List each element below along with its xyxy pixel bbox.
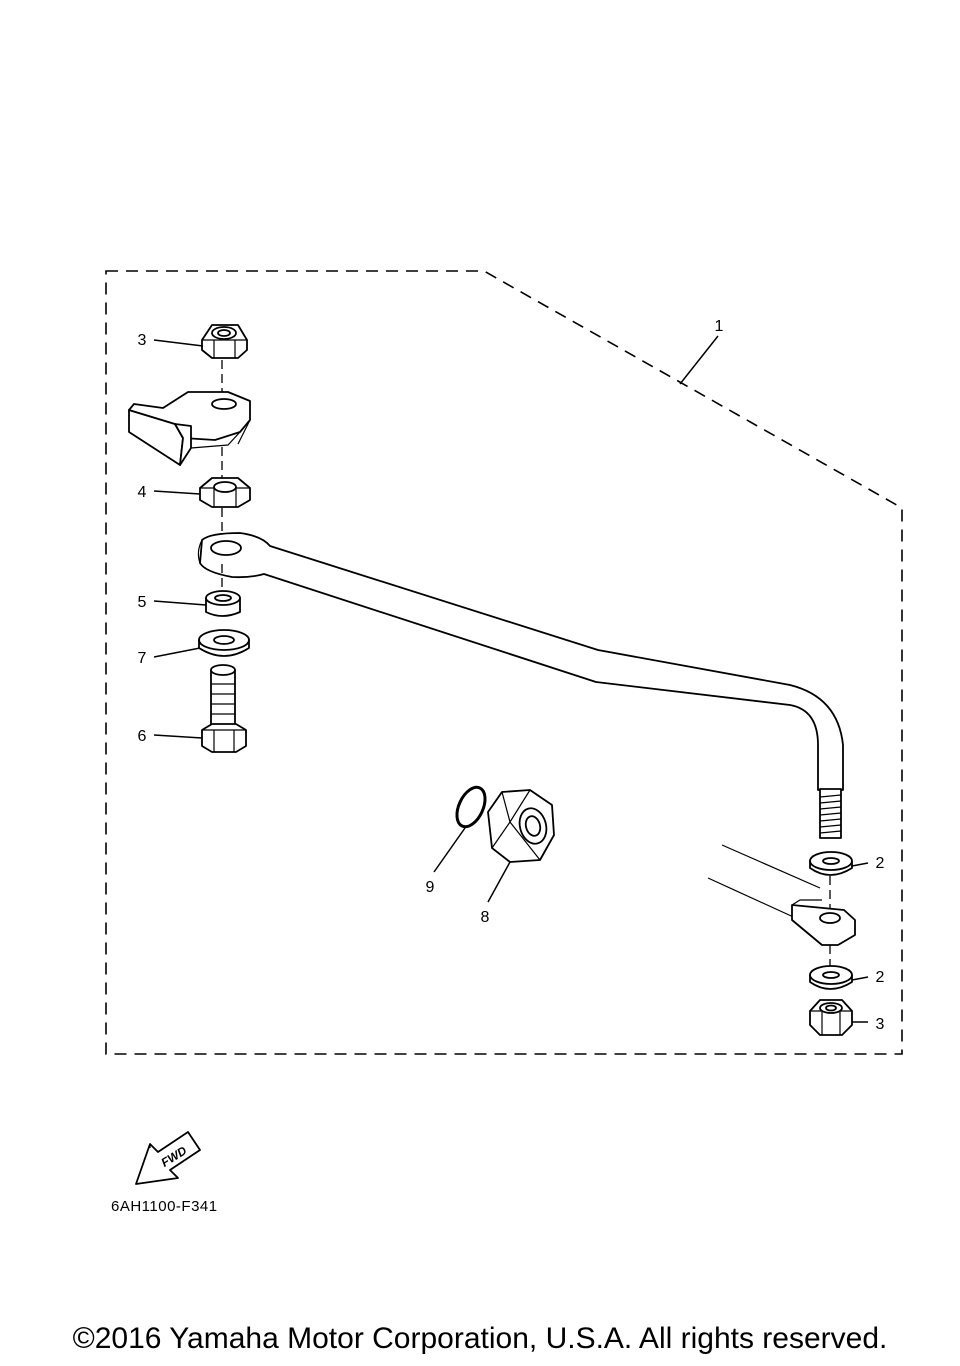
fwd-arrow-icon: FWD [135,1131,201,1185]
callout-6: 6 [138,728,147,745]
kit-boundary [105,270,903,1055]
part-9-o-ring [455,785,487,829]
part-2-washer-lower [809,965,853,990]
part-7-washer [198,629,250,657]
callout-4: 4 [138,484,147,501]
part-1-steering-link-rod [197,532,844,839]
callout-3-bottom: 3 [876,1016,885,1033]
callout-8: 8 [481,909,490,926]
part-3-nut-bottom [809,999,853,1036]
callout-5: 5 [138,594,147,611]
part-5-collar [205,590,241,617]
part-8-large-nut [487,789,555,863]
part-4-nut [199,477,251,508]
callout-9: 9 [426,879,435,896]
bracket [128,391,251,466]
part-6-bolt [201,664,247,753]
tiller-arm [707,844,856,946]
callout-2-upper: 2 [876,855,885,872]
part-2-washer-upper [809,851,853,876]
diagram-code: 6AH1100-F341 [111,1198,218,1215]
callout-7: 7 [138,650,147,667]
callout-2-lower: 2 [876,969,885,986]
callout-1: 1 [715,318,724,335]
copyright-notice: ©2016 Yamaha Motor Corporation, U.S.A. A… [72,1322,888,1355]
callout-3-top: 3 [138,332,147,349]
part-3-nut-top [201,324,248,359]
